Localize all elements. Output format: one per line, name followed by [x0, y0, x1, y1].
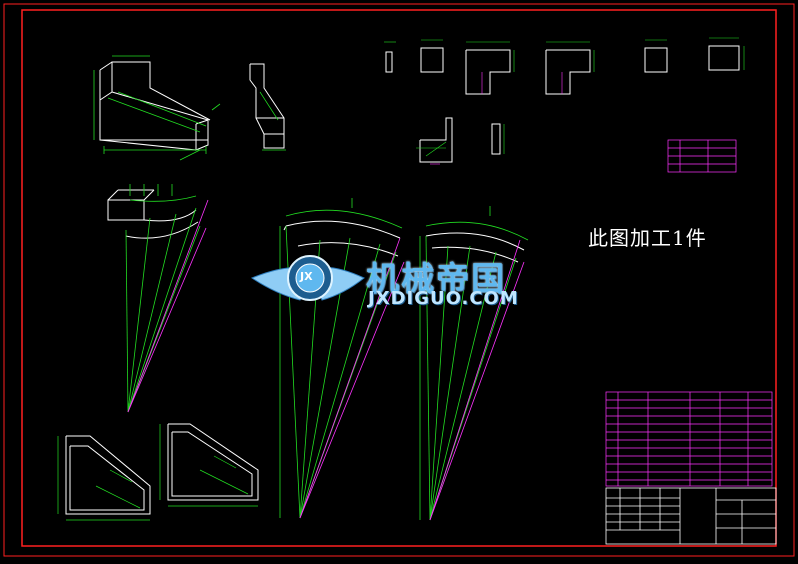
bill-of-materials	[605, 391, 773, 487]
watermark-emblem	[250, 255, 365, 301]
title-block	[605, 487, 777, 545]
outer-frame	[3, 3, 795, 557]
side-plate-b	[159, 423, 259, 507]
isometric-chute	[99, 61, 211, 151]
development-fan-right	[419, 206, 529, 521]
side-view	[249, 63, 285, 149]
watermark-title: 机械帝国	[366, 259, 506, 298]
parameter-table	[667, 139, 737, 173]
development-fan-left	[107, 184, 209, 413]
processing-note: 此图加工1件	[588, 226, 707, 250]
watermark-badge: JX	[300, 270, 313, 283]
profile-sections	[385, 45, 740, 163]
watermark-url: JXDIGUO.COM	[368, 288, 519, 309]
side-plate-a	[57, 435, 151, 521]
inner-frame	[21, 9, 777, 547]
